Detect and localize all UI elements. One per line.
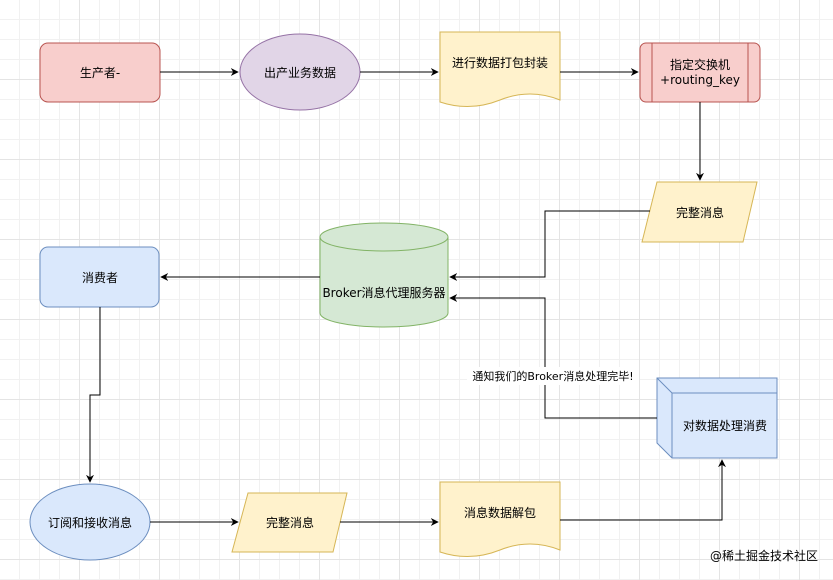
broker-label: Broker消息代理服务器 [322, 285, 445, 300]
node-subscribe[interactable]: 订阅和接收消息 [29, 483, 151, 561]
produce-data-label: 出产业务数据 [264, 65, 336, 80]
edge-unpack-to-process [560, 459, 726, 521]
node-full-message-1[interactable]: 完整消息 [641, 181, 758, 243]
node-exchange[interactable]: 指定交换机 +routing_key [639, 42, 761, 103]
subscribe-label: 订阅和接收消息 [48, 515, 132, 530]
node-pack[interactable]: 进行数据打包封装 [439, 31, 561, 107]
unpack-label: 消息数据解包 [464, 505, 536, 520]
node-consumer[interactable]: 消费者 [39, 246, 160, 308]
full-message-1-parallelogram [641, 181, 758, 243]
broker-cylinder-top [319, 222, 449, 252]
edge-consumer-to-subscribe [86, 307, 101, 483]
process-cube-outline [656, 377, 778, 459]
full-message-2-label: 完整消息 [266, 515, 314, 530]
node-unpack[interactable]: 消息数据解包 [439, 481, 561, 557]
watermark-text: @稀土掘金技术社区 [710, 548, 818, 563]
full-message-1-label: 完整消息 [676, 205, 724, 220]
full-message-2-parallelogram [231, 492, 348, 553]
edge-label-notify: 通知我们的Broker消息处理完毕! [467, 367, 639, 385]
producer-label: 生产者- [80, 66, 120, 80]
exchange-label-line1: 指定交换机 [670, 57, 730, 72]
consumer-label: 消费者 [82, 271, 118, 285]
node-full-message-2[interactable]: 完整消息 [231, 492, 348, 553]
unpack-document-shape [439, 481, 561, 557]
node-produce-data[interactable]: 出产业务数据 [239, 33, 361, 111]
pack-document-shape [439, 31, 561, 107]
pack-label: 进行数据打包封装 [452, 55, 548, 70]
node-process[interactable]: 对数据处理消费 [656, 377, 778, 459]
node-broker[interactable]: Broker消息代理服务器 [319, 222, 449, 328]
process-label: 对数据处理消费 [683, 418, 767, 433]
edge-label-notify-text: 通知我们的Broker消息处理完毕! [472, 369, 633, 383]
broker-cylinder-body [319, 237, 449, 328]
edge-process-to-broker [449, 294, 657, 419]
edge-label-notify-bg [467, 367, 639, 385]
node-producer[interactable]: 生产者- [39, 42, 161, 103]
edge-message-to-broker [449, 210, 650, 281]
exchange-label-line2: +routing_key [660, 73, 740, 87]
